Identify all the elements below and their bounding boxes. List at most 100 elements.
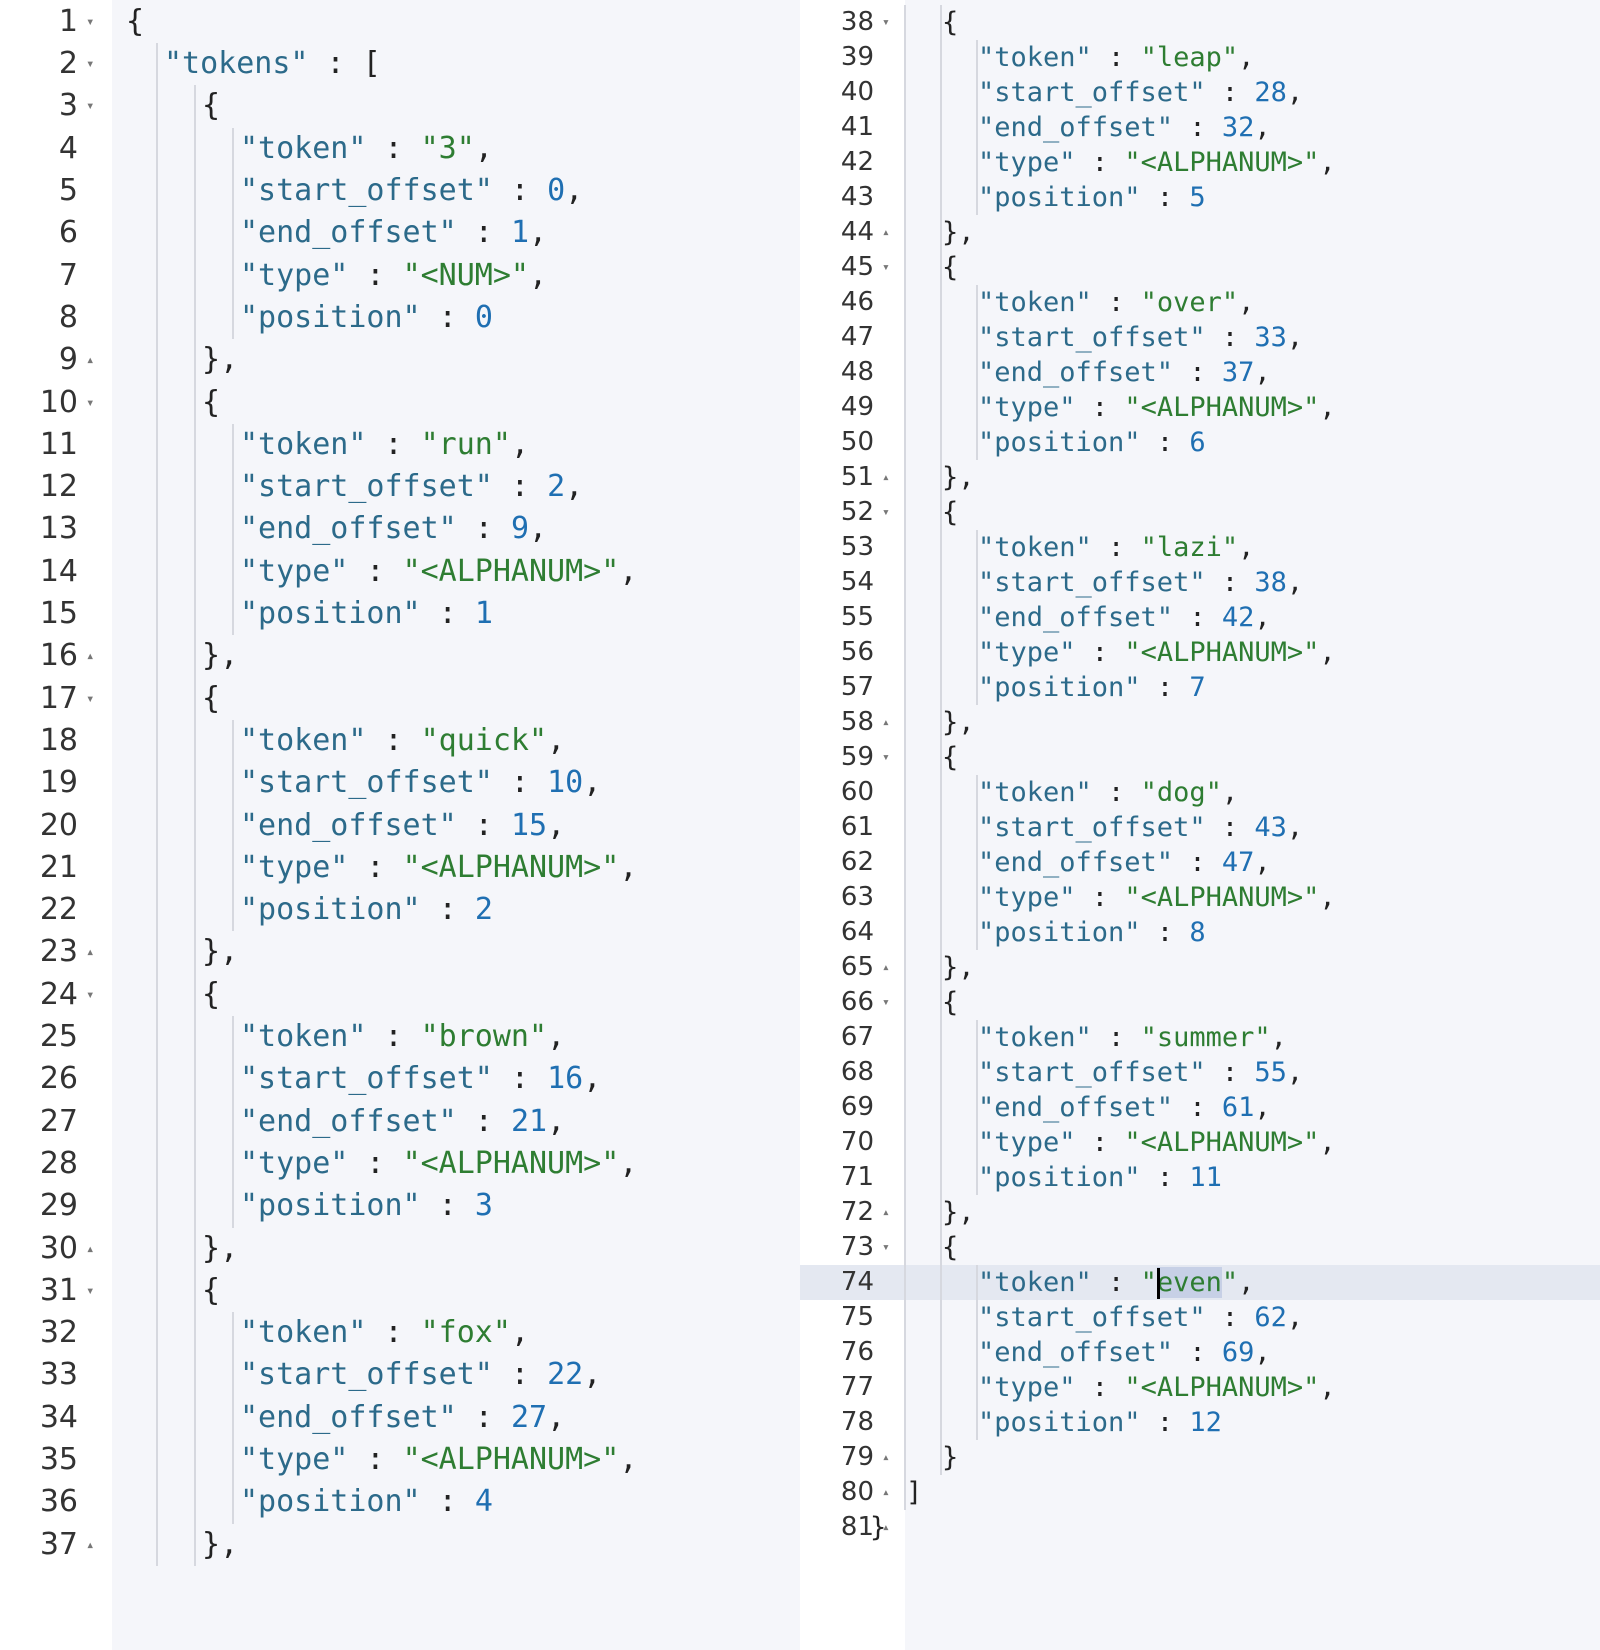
fold-close-icon[interactable]: ▴ — [86, 648, 95, 665]
code-line[interactable]: 12"start_offset" : 2, — [0, 466, 800, 509]
fold-close-icon[interactable]: ▴ — [86, 1240, 95, 1257]
code-text[interactable]: { — [202, 85, 220, 127]
code-text[interactable]: "position" : 4 — [240, 1481, 493, 1523]
code-line[interactable]: 79▴} — [800, 1439, 1600, 1475]
code-line[interactable]: 46"token" : "over", — [800, 284, 1600, 320]
code-text[interactable]: }, — [942, 705, 975, 740]
code-line[interactable]: 39"token" : "leap", — [800, 39, 1600, 75]
code-text[interactable]: "end_offset" : 61, — [978, 1090, 1271, 1125]
code-line[interactable]: 3▾{ — [0, 85, 800, 128]
code-text[interactable]: "start_offset" : 62, — [978, 1300, 1303, 1335]
code-line[interactable]: 4"token" : "3", — [0, 127, 800, 171]
code-line[interactable]: 61"start_offset" : 43, — [800, 809, 1600, 845]
code-text[interactable]: { — [942, 5, 958, 40]
fold-open-icon[interactable]: ▾ — [882, 749, 890, 765]
code-text[interactable]: "start_offset" : 55, — [978, 1055, 1303, 1090]
code-line[interactable]: 80▴] — [800, 1474, 1600, 1510]
code-line[interactable]: 20"end_offset" : 15, — [0, 804, 800, 847]
code-line[interactable]: 57"position" : 7 — [800, 669, 1600, 705]
code-text[interactable]: "end_offset" : 1, — [240, 212, 547, 254]
code-text[interactable]: { — [942, 250, 958, 285]
code-line[interactable]: 6"end_offset" : 1, — [0, 212, 800, 255]
code-text[interactable]: "end_offset" : 37, — [978, 355, 1271, 390]
code-text[interactable]: } — [870, 1510, 886, 1545]
code-line[interactable]: 8"position" : 0 — [0, 296, 800, 340]
fold-close-icon[interactable]: ▴ — [882, 1484, 890, 1500]
code-text[interactable]: "end_offset" : 42, — [978, 600, 1271, 635]
code-line[interactable]: 48"end_offset" : 37, — [800, 354, 1600, 390]
code-line[interactable]: 78"position" : 12 — [800, 1404, 1600, 1440]
code-text[interactable]: "position" : 11 — [978, 1160, 1222, 1195]
fold-open-icon[interactable]: ▾ — [86, 98, 95, 115]
code-text[interactable]: "start_offset" : 33, — [978, 320, 1303, 355]
code-text[interactable]: { — [202, 1270, 220, 1312]
code-text[interactable]: "start_offset" : 2, — [240, 466, 583, 508]
code-text[interactable]: "position" : 2 — [240, 889, 493, 931]
code-line[interactable]: 55"end_offset" : 42, — [800, 599, 1600, 635]
fold-close-icon[interactable]: ▴ — [882, 714, 890, 730]
code-area[interactable] — [905, 0, 1600, 1650]
code-line[interactable]: 2▾"tokens" : [ — [0, 43, 800, 86]
fold-open-icon[interactable]: ▾ — [86, 986, 95, 1003]
fold-open-icon[interactable]: ▾ — [882, 504, 890, 520]
code-line[interactable]: 76"end_offset" : 69, — [800, 1334, 1600, 1370]
code-text[interactable]: }, — [202, 931, 238, 973]
fold-close-icon[interactable]: ▴ — [882, 1519, 890, 1535]
code-text[interactable]: "token" : "3", — [240, 128, 493, 170]
code-text[interactable]: "type" : "<ALPHANUM>", — [240, 1439, 637, 1481]
code-text[interactable]: "token" : "over", — [978, 285, 1254, 320]
code-line[interactable]: 56"type" : "<ALPHANUM>", — [800, 634, 1600, 670]
code-line[interactable]: 50"position" : 6 — [800, 424, 1600, 460]
code-line[interactable]: 70"type" : "<ALPHANUM>", — [800, 1124, 1600, 1160]
code-text[interactable]: "end_offset" : 15, — [240, 805, 565, 847]
code-text[interactable]: "type" : "<ALPHANUM>", — [978, 880, 1336, 915]
code-line[interactable]: 1▾{ — [0, 1, 800, 43]
code-text[interactable]: { — [126, 1, 144, 43]
code-line[interactable]: 30▴}, — [0, 1227, 800, 1270]
code-line[interactable]: 74"token" : "even", — [800, 1264, 1600, 1300]
fold-open-icon[interactable]: ▾ — [86, 56, 95, 73]
code-line[interactable]: 49"type" : "<ALPHANUM>", — [800, 389, 1600, 425]
code-line[interactable]: 47"start_offset" : 33, — [800, 319, 1600, 355]
code-text[interactable]: { — [942, 740, 958, 775]
code-text[interactable]: "position" : 1 — [240, 593, 493, 635]
code-line[interactable]: 10▾{ — [0, 381, 800, 424]
code-text[interactable]: }, — [202, 1524, 238, 1566]
code-line[interactable]: 63"type" : "<ALPHANUM>", — [800, 879, 1600, 915]
code-text[interactable]: "token" : "run", — [240, 424, 529, 466]
code-line[interactable]: 59▾{ — [800, 739, 1600, 775]
code-line[interactable]: 37▴}, — [0, 1523, 800, 1566]
code-text[interactable]: "token" : "lazi", — [978, 530, 1254, 565]
code-text[interactable]: { — [202, 382, 220, 424]
code-text[interactable]: "type" : "<ALPHANUM>", — [240, 1143, 637, 1185]
code-text[interactable]: }, — [942, 950, 975, 985]
code-text[interactable]: "type" : "<ALPHANUM>", — [978, 145, 1336, 180]
code-text[interactable]: "type" : "<ALPHANUM>", — [240, 551, 637, 593]
code-text[interactable]: "position" : 8 — [978, 915, 1206, 950]
code-line[interactable]: 51▴}, — [800, 459, 1600, 495]
code-line[interactable]: 67"token" : "summer", — [800, 1019, 1600, 1055]
code-line[interactable]: 40"start_offset" : 28, — [800, 74, 1600, 110]
code-text[interactable]: "token" : "dog", — [978, 775, 1238, 810]
code-text[interactable]: }, — [202, 339, 238, 381]
code-text[interactable]: "start_offset" : 28, — [978, 75, 1303, 110]
code-text[interactable]: "type" : "<ALPHANUM>", — [240, 847, 637, 889]
fold-open-icon[interactable]: ▾ — [86, 690, 95, 707]
code-text[interactable]: { — [202, 678, 220, 720]
code-line[interactable]: 54"start_offset" : 38, — [800, 564, 1600, 600]
code-text[interactable]: ] — [906, 1475, 922, 1510]
code-text[interactable]: "token" : "fox", — [240, 1312, 529, 1354]
code-text[interactable]: "position" : 7 — [978, 670, 1206, 705]
code-line[interactable]: 66▾{ — [800, 984, 1600, 1020]
code-text[interactable]: "token" : "quick", — [240, 720, 565, 762]
code-line[interactable]: 44▴}, — [800, 214, 1600, 250]
code-text[interactable]: "start_offset" : 38, — [978, 565, 1303, 600]
code-text[interactable]: "token" : "leap", — [978, 40, 1254, 75]
code-line[interactable]: 21"type" : "<ALPHANUM>", — [0, 846, 800, 890]
code-line[interactable]: 26"start_offset" : 16, — [0, 1058, 800, 1101]
code-text[interactable]: "type" : "<ALPHANUM>", — [978, 1125, 1336, 1160]
fold-open-icon[interactable]: ▾ — [882, 994, 890, 1010]
code-line[interactable]: 73▾{ — [800, 1229, 1600, 1265]
code-line[interactable]: 69"end_offset" : 61, — [800, 1089, 1600, 1125]
code-text[interactable]: "position" : 3 — [240, 1185, 493, 1227]
